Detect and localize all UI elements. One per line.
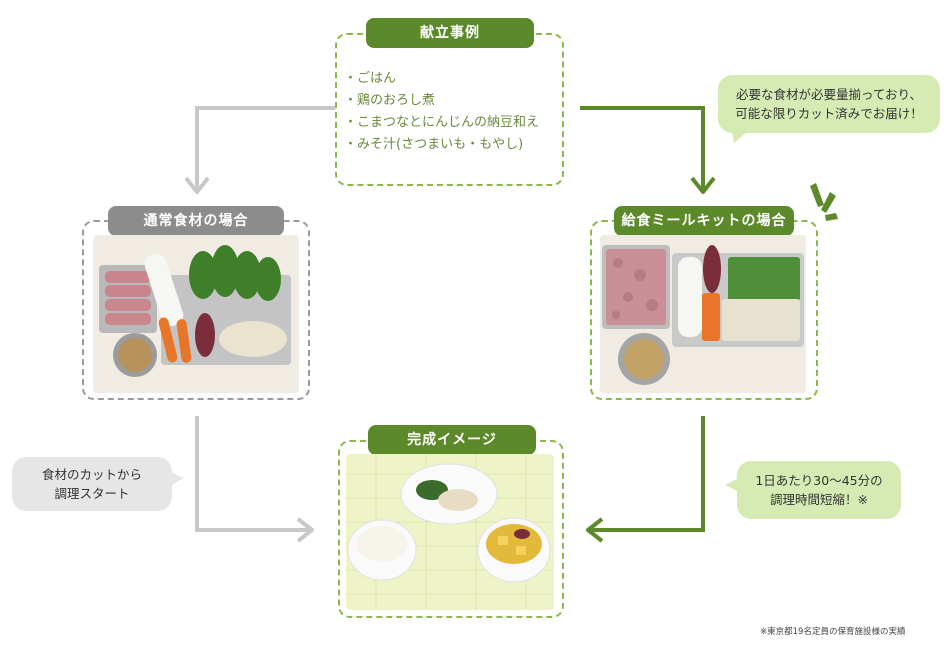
- arrow-kit-to-result: [590, 416, 705, 532]
- kit-bubble-line1: 必要な食材が必要量揃っており、: [735, 87, 922, 102]
- arrowhead-menu-to-kit: [690, 176, 716, 194]
- kit-ingredients-photo: [600, 235, 806, 393]
- arrowhead-menu-to-normal: [184, 176, 210, 194]
- result-meal-photo: [346, 454, 554, 610]
- menu-list: ・ごはん ・鶏のおろし煮 ・こまつなとにんじんの納豆和え ・みそ汁(さつまいも・…: [344, 68, 539, 156]
- arrowhead-kit-to-result: [586, 517, 604, 543]
- menu-item: ・こまつなとにんじんの納豆和え: [344, 115, 540, 130]
- menu-title: 献立事例: [366, 18, 534, 48]
- menu-item: ・ごはん: [344, 71, 397, 86]
- kit-bubble: 必要な食材が必要量揃っており、 可能な限りカット済みでお届け！: [718, 75, 940, 133]
- result-bubble-line2: 調理時間短縮！※: [770, 492, 868, 507]
- normal-bubble-line2: 調理スタート: [54, 486, 130, 501]
- result-title: 完成イメージ: [368, 425, 536, 455]
- arrow-normal-to-result: [195, 416, 310, 532]
- arrow-menu-to-normal: [195, 106, 335, 190]
- result-bubble-tail: [725, 478, 739, 492]
- normal-ingredients-photo: [93, 235, 299, 393]
- meal-illustration: [346, 454, 554, 610]
- result-bubble: 1日あたり30〜45分の 調理時間短縮！※: [737, 461, 901, 519]
- arrow-menu-to-kit: [580, 106, 705, 190]
- footnote: ※東京都19名定員の保育施設様の実績: [760, 627, 906, 637]
- menu-item: ・鶏のおろし煮: [344, 93, 436, 108]
- kit-bubble-line2: 可能な限りカット済みでお届け！: [735, 106, 923, 121]
- kit-bubble-tail: [732, 131, 748, 143]
- menu-item: ・みそ汁(さつまいも・もやし): [344, 137, 524, 152]
- arrowhead-normal-to-result: [296, 517, 314, 543]
- kit-title: 給食ミールキットの場合: [614, 206, 794, 236]
- result-bubble-line1: 1日あたり30〜45分の: [755, 473, 883, 488]
- kit-illustration: [600, 235, 806, 393]
- normal-bubble-line1: 食材のカットから: [41, 467, 142, 482]
- normal-bubble: 食材のカットから 調理スタート: [12, 457, 172, 511]
- normal-bubble-tail: [170, 472, 184, 486]
- sparkle-icon: [810, 183, 838, 221]
- normal-title: 通常食材の場合: [108, 206, 284, 236]
- ingredients-illustration: [93, 235, 299, 393]
